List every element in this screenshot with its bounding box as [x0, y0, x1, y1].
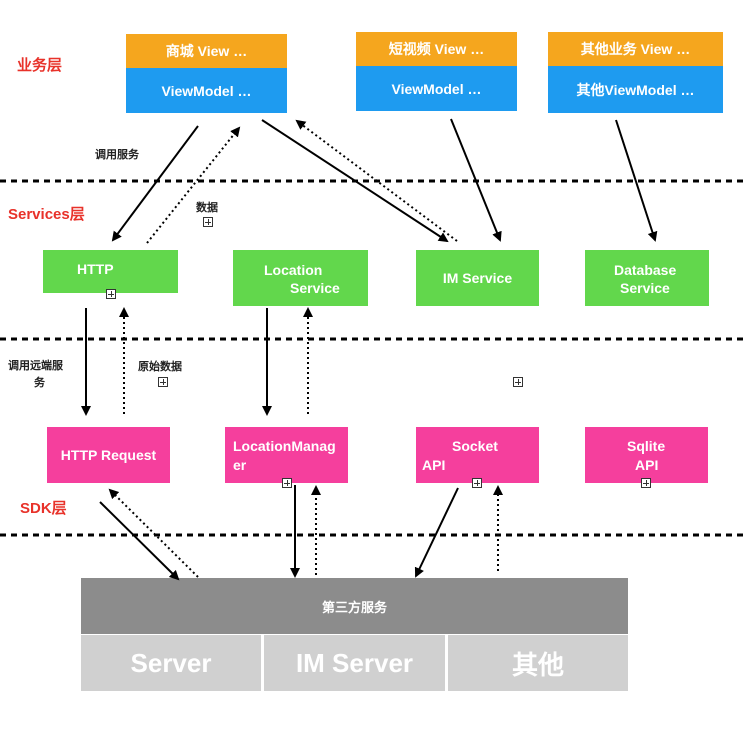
socket-api-box: Socket API — [416, 427, 539, 483]
expand-plus-icon — [641, 478, 651, 488]
sqlite-api-box: Sqlite API — [585, 427, 708, 483]
sqlite-api-label-line1: Sqlite — [627, 438, 666, 454]
sdk-layer-label: SDK层 — [20, 500, 67, 517]
http-request-box: HTTP Request — [47, 427, 170, 483]
shortvideo-view-box: 短视频 View … — [356, 32, 517, 66]
database-service-label-line2: Service — [620, 280, 670, 296]
business-layer-label: 业务层 — [17, 57, 63, 74]
expand-plus-icon — [158, 377, 168, 387]
expand-plus-icon — [472, 478, 482, 488]
other-viewmodel-box: 其他ViewModel … — [548, 66, 723, 113]
other-view-box: 其他业务 View … — [548, 32, 723, 66]
raw-data-annotation: 原始数据 — [138, 361, 182, 373]
call-service-annotation: 调用服务 — [95, 149, 139, 161]
location-service-box: Location Service — [233, 250, 368, 306]
call-remote-annotation-line1: 调用远端服 — [8, 360, 63, 372]
services-layer-label: Services层 — [8, 206, 85, 223]
location-service-label-line2: Service — [290, 280, 340, 296]
third-party-header: 第三方服务 — [81, 578, 628, 634]
database-service-box: Database Service — [585, 250, 709, 306]
location-manager-label-line1: LocationManag — [233, 438, 336, 454]
socket-api-label-line2: API — [422, 457, 446, 473]
expand-plus-icon — [282, 478, 292, 488]
http-service-label: HTTP — [77, 261, 114, 277]
data-annotation: 数据 — [196, 202, 218, 214]
sqlite-api-label-line2: API — [635, 457, 659, 473]
expand-plus-icon — [106, 289, 116, 299]
location-service-label-line1: Location — [264, 262, 323, 278]
mall-viewmodel-box: ViewModel … — [126, 68, 287, 113]
shortvideo-viewmodel-box: ViewModel … — [356, 66, 517, 111]
location-manager-label-line2: er — [233, 457, 247, 473]
http-service-box: HTTP — [43, 250, 178, 293]
third-party-other: 其他 — [448, 635, 628, 691]
im-service-box: IM Service — [416, 250, 539, 306]
third-party-server: Server — [81, 635, 261, 691]
third-party-im-server: IM Server — [264, 635, 445, 691]
mall-view-box: 商城 View … — [126, 34, 287, 68]
expand-plus-icon — [203, 217, 213, 227]
socket-api-label-line1: Socket — [452, 438, 498, 454]
call-remote-annotation-line2: 务 — [34, 377, 45, 389]
expand-plus-icon — [513, 377, 523, 387]
database-service-label-line1: Database — [614, 262, 677, 278]
location-manager-box: LocationManag er — [225, 427, 348, 483]
